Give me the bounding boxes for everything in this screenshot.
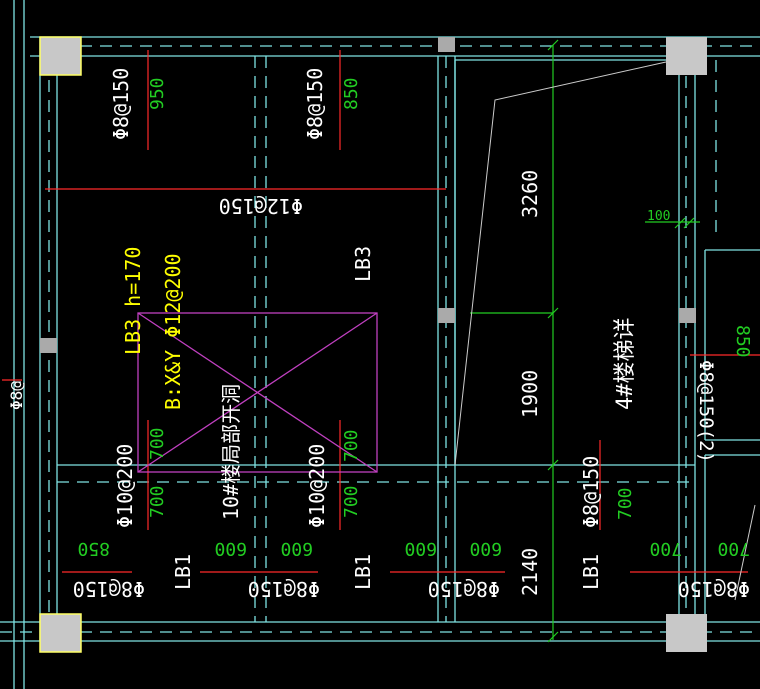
rebar-lines — [2, 50, 760, 573]
label-phi8-150-g: Φ8@150 — [678, 577, 750, 601]
label-700-b: 700 — [147, 485, 168, 518]
label-bxy: B:X&Y Φ12@200 — [161, 253, 185, 410]
label-lb1-c: LB1 — [579, 554, 603, 590]
column-small-right — [679, 308, 696, 323]
column-top-right — [666, 37, 707, 75]
column-small-mid — [438, 308, 455, 323]
label-700-a: 700 — [147, 427, 168, 460]
label-600-a: 600 — [214, 538, 247, 559]
label-phi8-150-c: Φ8@150 — [579, 456, 603, 528]
label-stair-note: 4#楼梯详 — [613, 318, 638, 411]
column-bottom-left — [39, 613, 82, 653]
stair-outline — [454, 61, 667, 466]
label-phi10-200-a: Φ10@200 — [113, 444, 137, 528]
column-small-top-mid — [438, 37, 455, 52]
label-phi12-150: Φ12@150 — [219, 194, 303, 218]
label-600-b: 600 — [280, 538, 313, 559]
label-lb1-a: LB1 — [171, 554, 195, 590]
label-600-c: 600 — [404, 538, 437, 559]
label-700-e: 700 — [615, 487, 636, 520]
label-700-c: 700 — [341, 429, 362, 462]
label-dim-1900: 1900 — [518, 370, 542, 418]
label-phi8-150-d: Φ8@150 — [73, 577, 145, 601]
label-lb3-h: LB3 h=170 — [121, 247, 145, 355]
label-lb3-mid: LB3 — [351, 246, 375, 282]
label-phi8-150-a: Φ8@150 — [109, 68, 133, 140]
label-700-d: 700 — [341, 485, 362, 518]
column-small-left — [40, 338, 57, 353]
label-850-right: 850 — [732, 325, 753, 358]
slab-opening — [137, 312, 378, 473]
label-700-g: 700 — [717, 538, 750, 559]
label-850-top: 850 — [341, 77, 362, 110]
label-dim-100: 100 — [647, 209, 670, 224]
label-phi8-150-b: Φ8@150 — [303, 68, 327, 140]
label-phi8-150-2: Φ8@150(2) — [695, 360, 717, 463]
label-700-f: 700 — [649, 538, 682, 559]
label-phi8-150-f: Φ8@150 — [428, 577, 500, 601]
label-lb1-b: LB1 — [351, 554, 375, 590]
column-top-left — [39, 36, 82, 76]
label-phi10-200-b: Φ10@200 — [305, 444, 329, 528]
stair-diagonal-right — [734, 504, 756, 601]
label-opening-note: 10#楼局部开洞 — [219, 384, 243, 520]
label-dim-3260: 3260 — [518, 170, 542, 218]
label-phi8-side: Φ8@ — [7, 381, 26, 410]
label-950: 950 — [147, 77, 168, 110]
label-600-d: 600 — [469, 538, 502, 559]
columns — [39, 36, 707, 653]
label-phi8-150-e: Φ8@150 — [248, 577, 320, 601]
dimension-lines — [470, 39, 700, 643]
label-850-bottom: 850 — [77, 538, 110, 559]
column-bottom-right — [666, 614, 707, 652]
label-dim-2140: 2140 — [518, 548, 542, 596]
